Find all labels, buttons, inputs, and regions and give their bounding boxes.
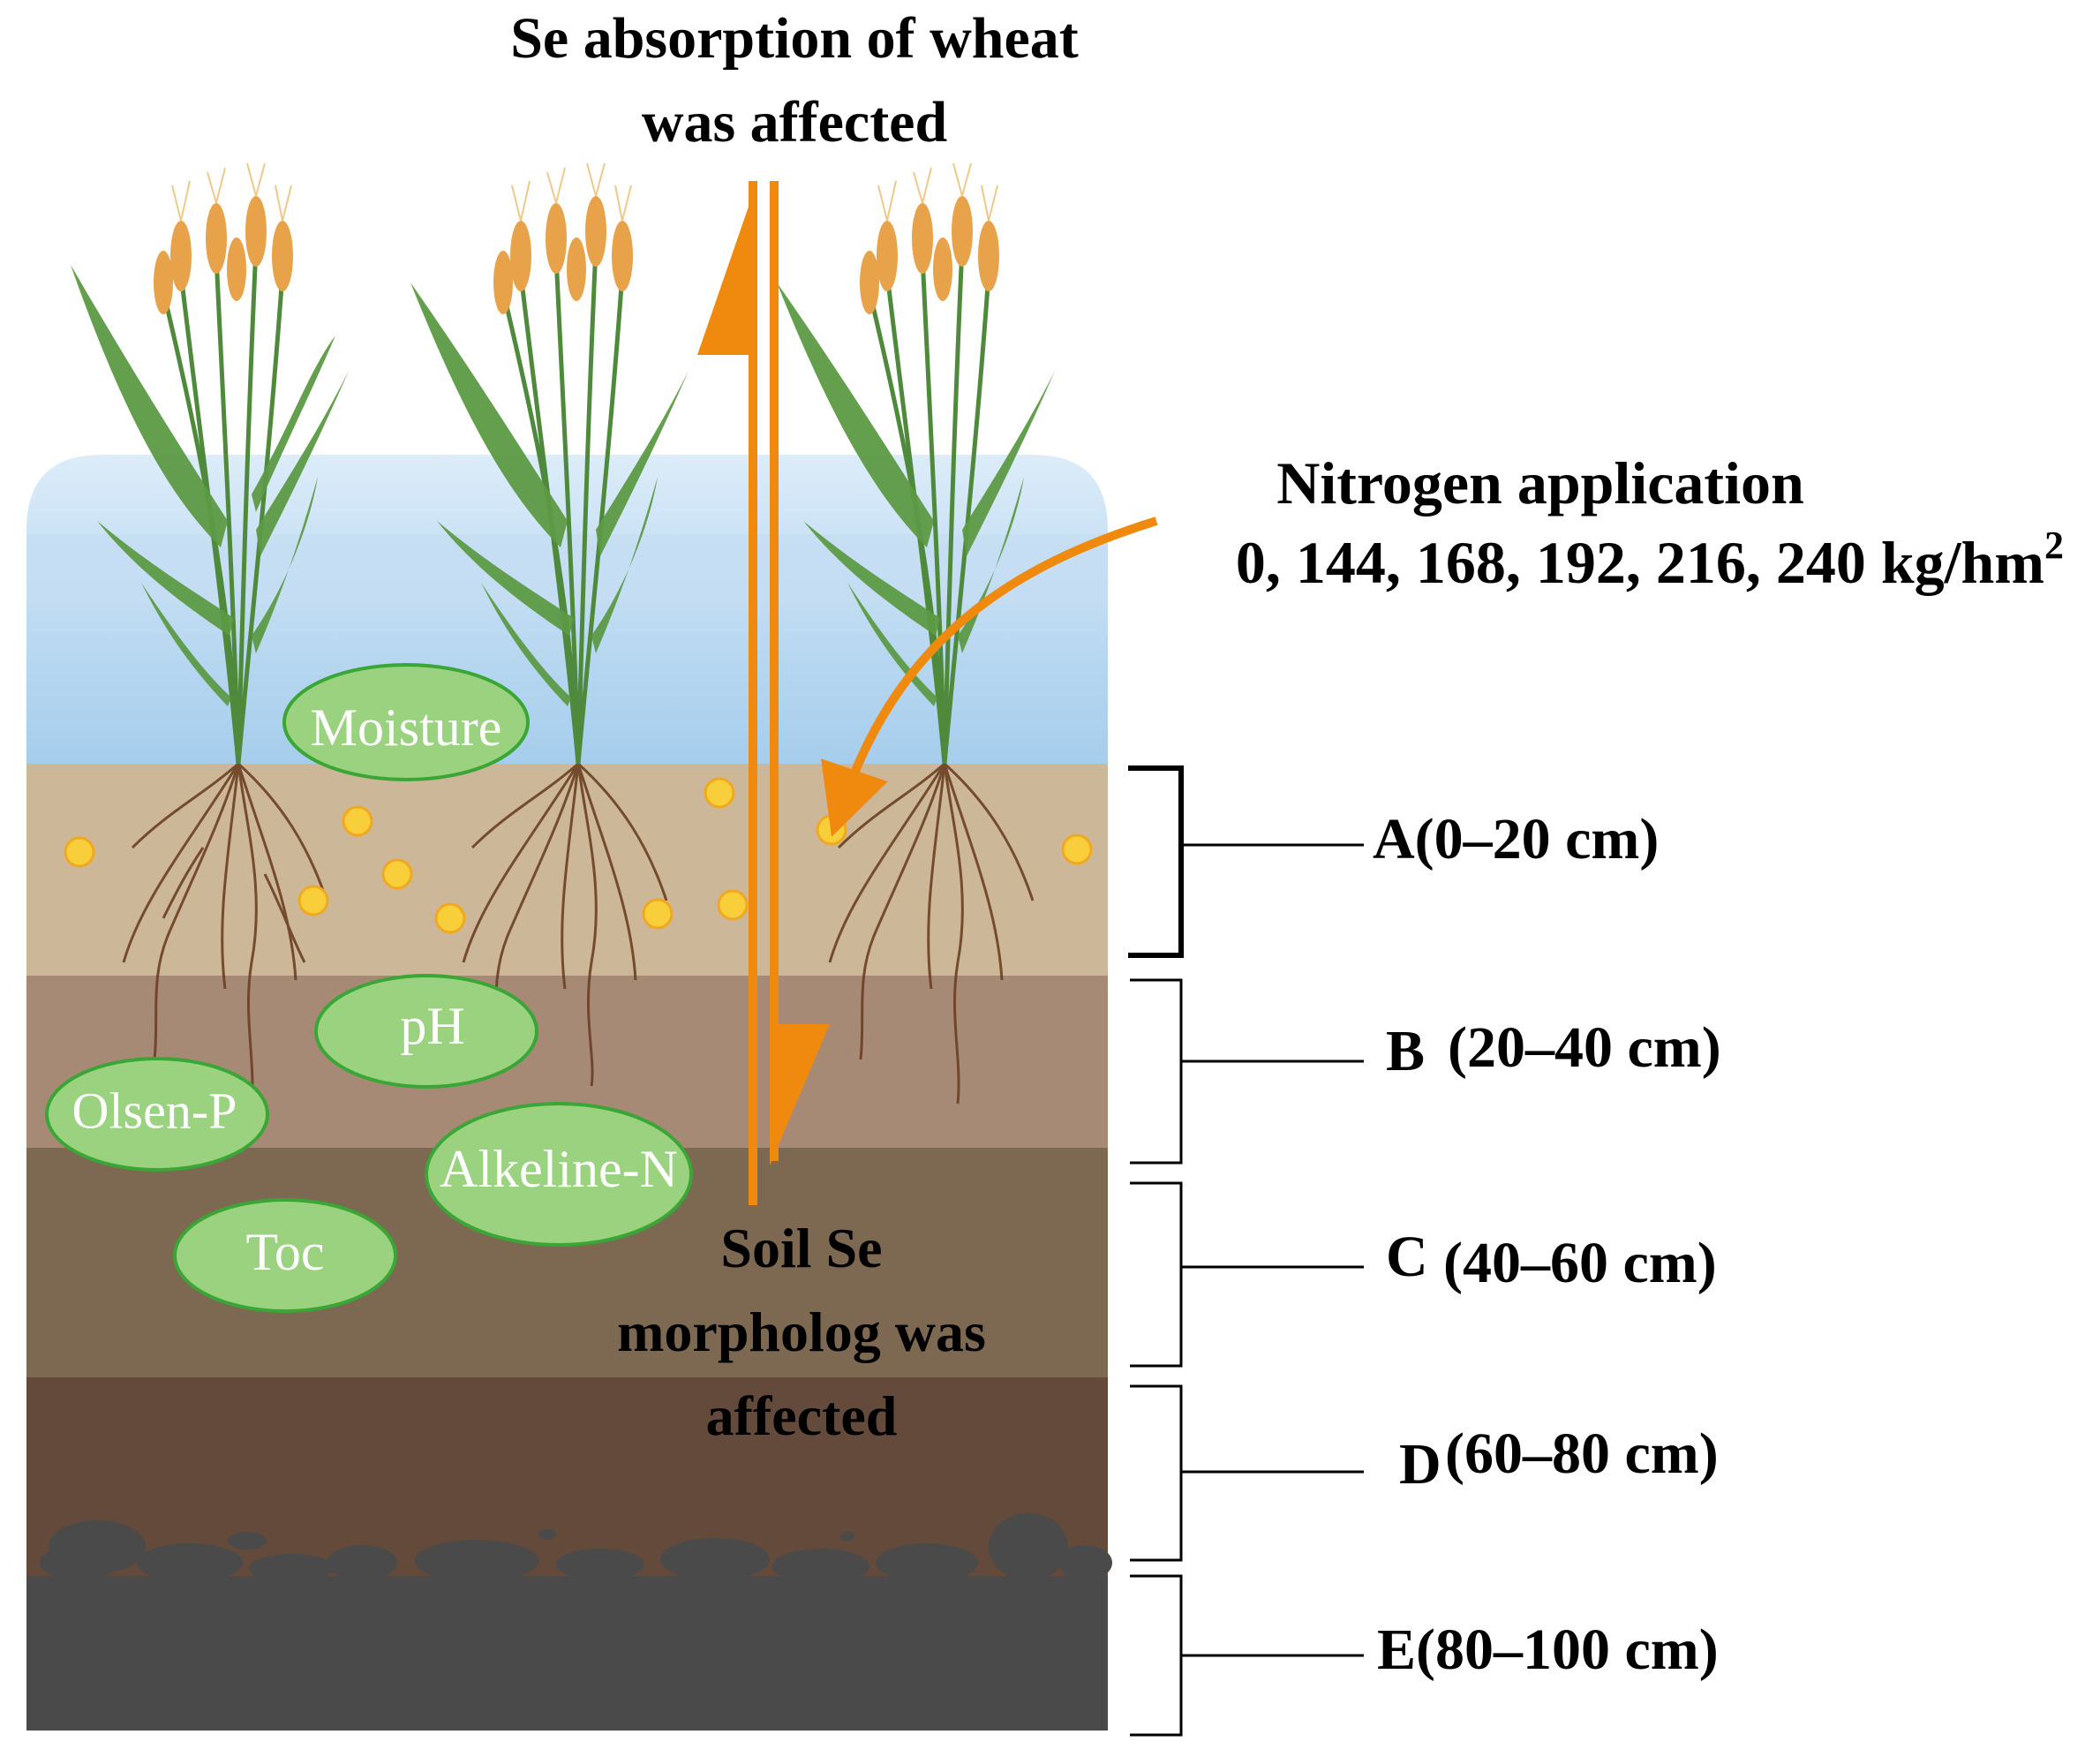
layer-d-letter: D: [1399, 1432, 1441, 1497]
nitrogen-rates-text: 0, 144, 168, 192, 216, 240 kg/hm: [1236, 529, 2044, 596]
soil-se-line1: Soil Se: [720, 1217, 882, 1279]
wheat-plant-1: [71, 162, 349, 765]
se-flow-arrows: [697, 181, 830, 1205]
se-absorption-line1: Se absorption of wheat: [510, 6, 1079, 71]
soil-layer-e: [26, 1576, 1108, 1731]
wheat-plant-3: [777, 162, 1055, 765]
bracket-b: [1130, 978, 1183, 1165]
bracket-d: [1130, 1384, 1183, 1562]
moisture-label: Moisture: [311, 698, 502, 757]
layer-d-range: (60–80 cm): [1445, 1421, 1719, 1486]
alkeline-n-bubble: Alkeline-N: [425, 1102, 693, 1247]
se-absorption-line2: was affected: [642, 90, 947, 155]
layer-c-range: (40–60 cm): [1443, 1231, 1717, 1295]
nitrogen-rates-sup: 2: [2044, 524, 2064, 567]
layer-b-letter: B: [1386, 1019, 1425, 1083]
toc-bubble: Toc: [173, 1198, 397, 1313]
soil-se-line2: morpholog was: [617, 1301, 986, 1363]
alkeline-n-label: Alkeline-N: [440, 1140, 678, 1198]
layer-a-label: A(0–20 cm): [1373, 807, 1659, 871]
nitrogen-title: Nitrogen application: [1276, 449, 1804, 517]
nitrogen-rates: 0, 144, 168, 192, 216, 240 kg/hm2: [1236, 524, 2064, 596]
olsen-p-bubble: Olsen-P: [45, 1057, 269, 1172]
bracket-c: [1130, 1181, 1183, 1368]
nitrogen-arrow: [821, 517, 1158, 837]
soil-layer-d: [26, 1377, 1108, 1576]
wheat-plants: [71, 162, 1055, 765]
layer-brackets: [1128, 765, 1364, 1737]
layer-b-range: (20–40 cm): [1448, 1015, 1721, 1080]
sky-region: [26, 455, 1108, 764]
factor-bubbles: Moisture pH Olsen-P Alkeline-N Toc: [45, 663, 693, 1313]
wheat-plant-2: [410, 162, 689, 765]
bracket-a: [1128, 765, 1184, 958]
bracket-e: [1130, 1574, 1183, 1737]
ph-bubble: pH: [314, 974, 538, 1089]
layer-e-label: E(80–100 cm): [1377, 1617, 1719, 1682]
olsen-p-label: Olsen-P: [72, 1082, 237, 1139]
soil-se-line3: affected: [706, 1384, 898, 1447]
roots: [122, 762, 1035, 1113]
moisture-bubble: Moisture: [282, 663, 530, 781]
nitrogen-granules: [64, 777, 1093, 934]
rock-boundary: [40, 1513, 1112, 1584]
toc-label: Toc: [245, 1223, 324, 1281]
ph-label: pH: [400, 997, 464, 1055]
layer-c-letter: C: [1386, 1225, 1428, 1289]
